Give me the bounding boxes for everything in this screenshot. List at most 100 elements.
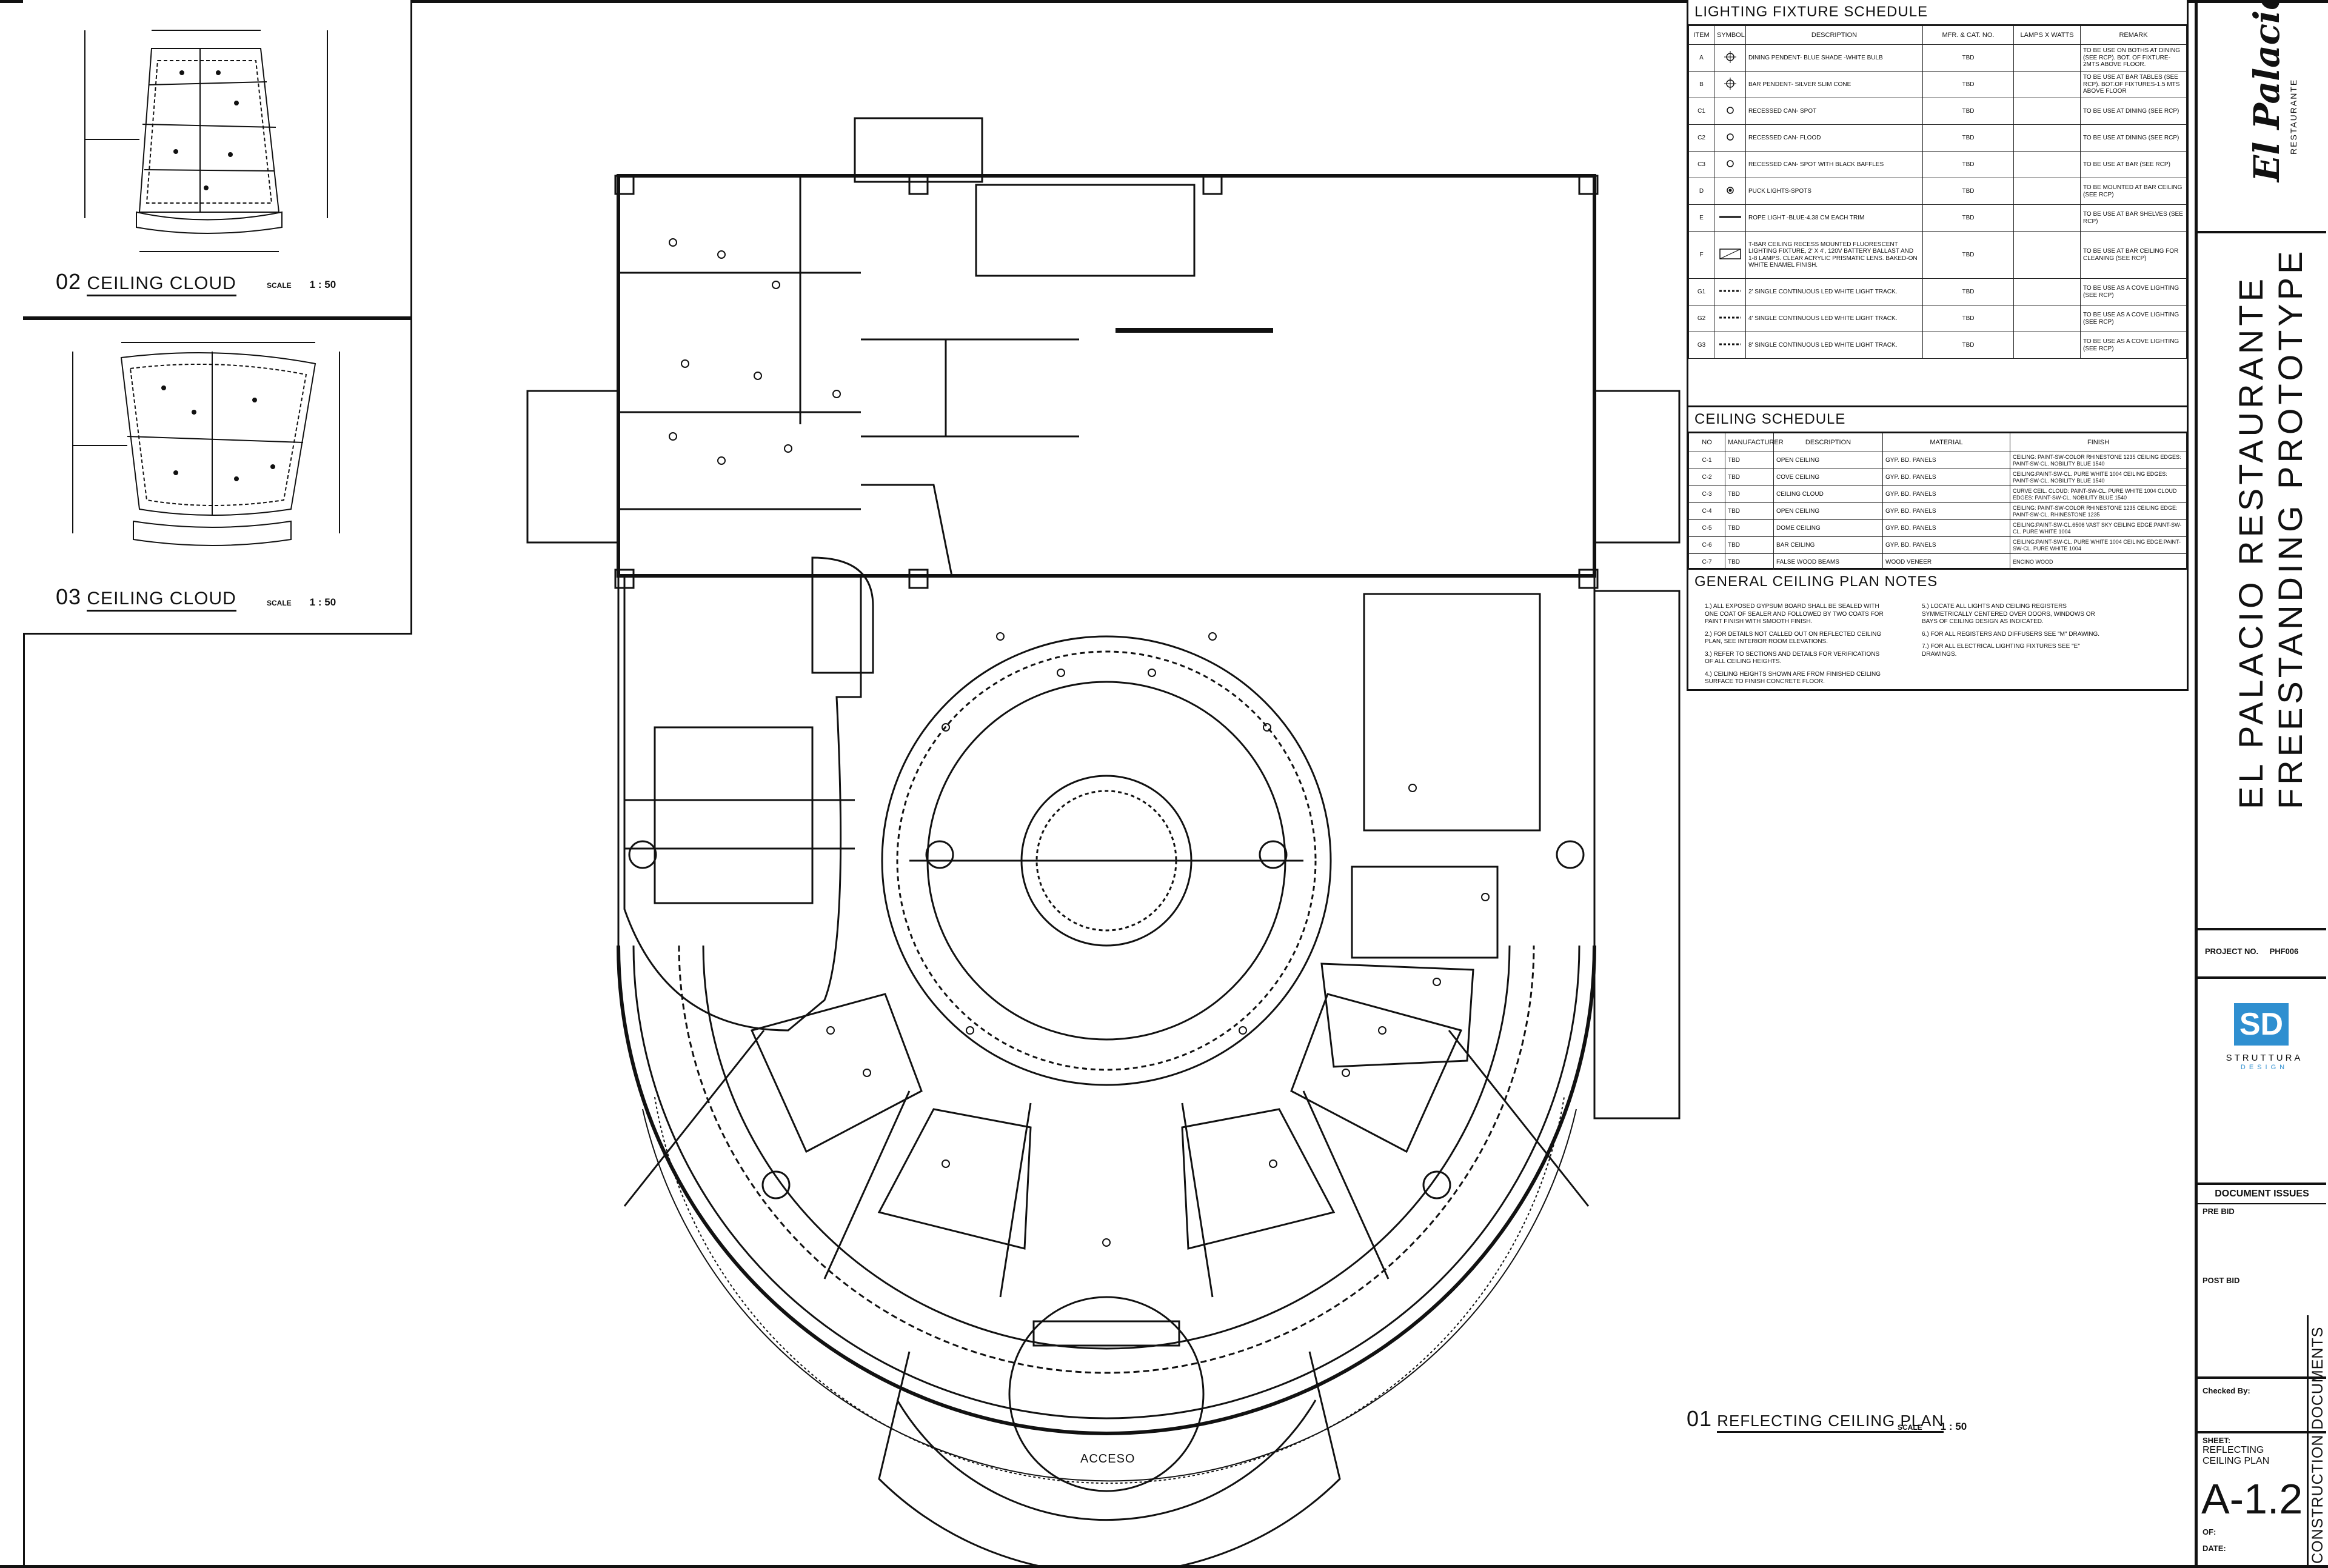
ceiling-description: BAR CEILING: [1773, 536, 1883, 554]
construction-documents-stamp: CONSTRUCTION DOCUMENTS: [2309, 1326, 2326, 1564]
fixture-symbol-icon: [1714, 305, 1746, 332]
ceiling-manufacturer: TBD: [1725, 502, 1774, 520]
ceiling-cloud-02-drawing: [84, 30, 328, 252]
ceiling-manufacturer: TBD: [1725, 536, 1774, 554]
lighting-schedule-header: DESCRIPTION: [1745, 25, 1923, 45]
fixture-manufacturer: TBD: [1922, 305, 2014, 332]
fixture-lamps: [2013, 71, 2081, 98]
general-note-item: 5.) LOCATE ALL LIGHTS AND CEILING REGIST…: [1922, 603, 2095, 625]
ceiling-description: OPEN CEILING: [1773, 452, 1883, 469]
ceiling-tag: C-7: [1688, 553, 1725, 571]
fixture-description: 4' SINGLE CONTINUOUS LED WHITE LIGHT TRA…: [1745, 305, 1923, 332]
project-no-value: PHF006: [2269, 947, 2299, 956]
fixture-item: C1: [1688, 98, 1714, 125]
fixture-symbol-icon: [1714, 151, 1746, 178]
fixture-remark: TO BE USE AS A COVE LIGHTING (SEE RCP): [2080, 332, 2187, 359]
fixture-item: G3: [1688, 332, 1714, 359]
left-margin-line: [23, 0, 25, 1568]
lighting-schedule-row: G2 4' SINGLE CONTINUOUS LED WHITE LIGHT T…: [1688, 305, 2187, 332]
ceiling-manufacturer: TBD: [1725, 485, 1774, 503]
firm-sub: DESIGN: [2240, 1064, 2289, 1071]
ceiling-material: GYP. BD. PANELS: [1882, 485, 2010, 503]
detail-03-title: 03 CEILING CLOUD: [56, 584, 236, 612]
fixture-lamps: [2013, 151, 2081, 178]
ceiling-material: GYP. BD. PANELS: [1882, 536, 2010, 554]
fixture-item: G2: [1688, 305, 1714, 332]
fixture-description: DINING PENDENT- BLUE SHADE -WHITE BULB: [1745, 44, 1923, 72]
project-no-label: PROJECT NO.: [2205, 947, 2259, 956]
fixture-description: PUCK LIGHTS-SPOTS: [1745, 178, 1923, 205]
ceiling-schedule-header: FINISH: [2010, 433, 2187, 452]
sheet-date-label: DATE:: [2203, 1544, 2226, 1553]
sheet-title: REFLECTING CEILING PLAN: [2203, 1445, 2270, 1466]
ceiling-tag: C-2: [1688, 469, 1725, 486]
detail-03-label: CEILING CLOUD: [87, 589, 236, 612]
post-bid-label: POST BID: [2203, 1276, 2240, 1285]
ceiling-material: GYP. BD. PANELS: [1882, 469, 2010, 486]
fixture-item: B: [1688, 71, 1714, 98]
ceiling-description: DOME CEILING: [1773, 519, 1883, 537]
pre-bid-label: PRE BID: [2203, 1207, 2235, 1216]
detail-02-number: 02: [56, 269, 82, 294]
lighting-schedule-header: REMARK: [2080, 25, 2187, 45]
general-notes-title: GENERAL CEILING PLAN NOTES: [1694, 573, 1938, 590]
general-note-item: 7.) FOR ALL ELECTRICAL LIGHTING FIXTURES…: [1922, 643, 2080, 658]
ceiling-description: COVE CEILING: [1773, 469, 1883, 486]
ceiling-finish: CEILING: PAINT-SW-COLOR RHINESTONE 1235 …: [2010, 502, 2187, 520]
sheet-label: SHEET:: [2203, 1436, 2231, 1445]
detail-03-number: 03: [56, 584, 82, 609]
logo-cell: El Palacio RESTAURANTE: [2198, 0, 2326, 233]
lighting-schedule-row: G3 8' SINGLE CONTINUOUS LED WHITE LIGHT T…: [1688, 332, 2187, 359]
ceiling-description: FALSE WOOD BEAMS: [1773, 553, 1883, 571]
fixture-remark: TO BE MOUNTED AT BAR CEILING (SEE RCP): [2080, 178, 2187, 205]
vertical-stamp-strip: [2307, 1315, 2328, 1568]
fixture-item: C3: [1688, 151, 1714, 178]
fixture-remark: TO BE USE AT DINING (SEE RCP): [2080, 124, 2187, 152]
detail-03-scale-value: 1 : 50: [309, 596, 336, 608]
fixture-description: T-BAR CEILING RECESS MOUNTED FLUORESCENT…: [1745, 231, 1923, 279]
ceiling-finish: CEILING:PAINT-SW-CL. PURE WHITE 1004 CEI…: [2010, 469, 2187, 486]
fixture-lamps: [2013, 124, 2081, 152]
ceiling-description: CEILING CLOUD: [1773, 485, 1883, 503]
fixture-description: ROPE LIGHT -BLUE-4.38 CM EACH TRIM: [1745, 204, 1923, 232]
ceiling-manufacturer: TBD: [1725, 469, 1774, 486]
fixture-description: 8' SINGLE CONTINUOUS LED WHITE LIGHT TRA…: [1745, 332, 1923, 359]
lighting-schedule-header: MFR. & CAT. NO.: [1922, 25, 2014, 45]
fixture-item: E: [1688, 204, 1714, 232]
project-title-cell: EL PALACIO RESTAURANTE FREESTANDING PROT…: [2198, 233, 2326, 930]
ceiling-schedule-title: CEILING SCHEDULE: [1688, 407, 2187, 433]
fixture-remark: TO BE USE AT DINING (SEE RCP): [2080, 98, 2187, 125]
fixture-item: D: [1688, 178, 1714, 205]
ceiling-cloud-03-drawing: [72, 342, 340, 546]
ceiling-schedule-header: MATERIAL: [1882, 433, 2010, 452]
checked-by-cell: Checked By:: [2198, 1379, 2326, 1433]
fixture-symbol-icon: [1714, 71, 1746, 98]
fixture-item: F: [1688, 231, 1714, 279]
logo-script: El Palacio: [2246, 0, 2287, 182]
ceiling-manufacturer: TBD: [1725, 519, 1774, 537]
sheet-number: A-1.2: [2201, 1475, 2303, 1523]
notes-right-list: 5.) LOCATE ALL LIGHTS AND CEILING REGIST…: [1922, 603, 2104, 658]
ceiling-material: GYP. BD. PANELS: [1882, 502, 2010, 520]
detail-02-scale-label: SCALE: [267, 281, 292, 290]
lighting-schedule-header: ITEM: [1688, 25, 1714, 45]
title-block: El Palacio RESTAURANTE EL PALACIO RESTAU…: [2195, 0, 2328, 1568]
fixture-lamps: [2013, 278, 2081, 305]
fixture-symbol-icon: [1714, 124, 1746, 152]
fixture-remark: TO BE USE AS A COVE LIGHTING (SEE RCP): [2080, 305, 2187, 332]
fixture-symbol-icon: [1714, 278, 1746, 305]
fixture-description: 2' SINGLE CONTINUOUS LED WHITE LIGHT TRA…: [1745, 278, 1923, 305]
lighting-schedule-row: F T-BAR CEILING RECESS MOUNTED FLUORESCEN…: [1688, 231, 2187, 279]
firm-name: STRUTTURA: [2226, 1053, 2303, 1063]
